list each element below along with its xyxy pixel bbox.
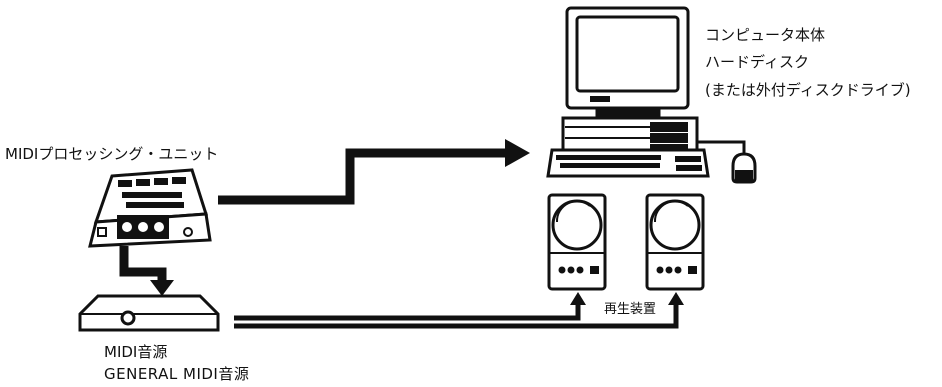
speaker-right-icon [645,193,705,291]
computer-icon [546,6,757,184]
playback-device-label: 再生装置 [604,302,657,317]
arrow-to-sound-source [119,246,167,282]
connection-arrows [119,139,684,329]
midi-processing-unit-icon [88,168,212,248]
midi-sound-source-label: MIDI音源 [104,343,168,361]
general-midi-sound-source-label: GENERAL MIDI音源 [104,365,250,383]
line-to-left-speaker [234,303,581,321]
line-to-right-speaker [234,303,679,329]
arrow-to-computer [218,148,507,205]
computer-body-label: コンピュータ本体 [705,26,826,44]
midi-processing-unit-label: MIDIプロセッシング・ユニット [5,145,219,163]
external-drive-label: (または外付ディスクドライブ) [705,81,911,99]
hard-disk-label: ハードディスク [705,53,809,71]
midi-sound-source-icon [78,294,220,332]
speaker-left-icon [547,193,607,291]
